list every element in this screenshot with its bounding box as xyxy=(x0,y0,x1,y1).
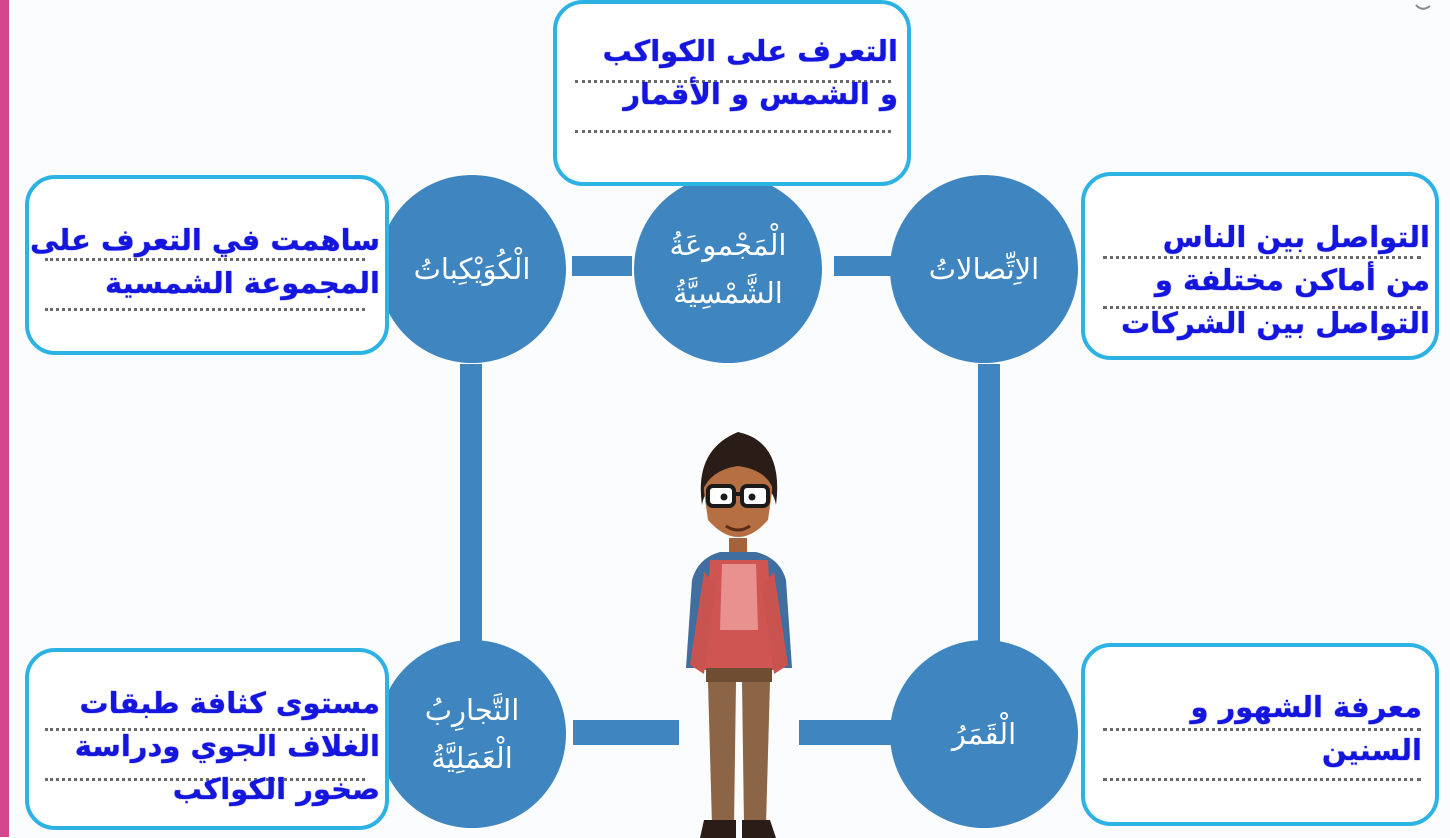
topic-circle-moon: الْقَمَرُ xyxy=(890,640,1078,828)
student-boy-icon xyxy=(686,432,792,838)
answer-line xyxy=(1103,728,1421,731)
answer-line xyxy=(45,258,365,261)
answer-box-communications xyxy=(1081,172,1439,360)
connector-top-right xyxy=(834,256,894,276)
answer-line xyxy=(1103,778,1421,781)
topic-circle-communications: الاِتِّصالاتُ xyxy=(890,175,1078,363)
answer-line xyxy=(575,80,891,83)
connector-top-left xyxy=(572,256,632,276)
answer-line xyxy=(575,130,891,133)
page-corner-mark xyxy=(1414,0,1436,10)
answer-line xyxy=(45,778,365,781)
page-edge-stripe xyxy=(0,0,9,837)
answer-text-satellites[interactable]: ساهمت في التعرف على المجموعة الشمسية xyxy=(29,223,380,300)
connector-right-vertical xyxy=(978,364,1000,659)
answer-box-moon xyxy=(1081,643,1439,826)
answer-line xyxy=(45,728,365,731)
answer-line xyxy=(45,308,365,311)
connector-bottom-right xyxy=(799,720,895,745)
answer-line xyxy=(1103,306,1421,309)
topic-circle-experiments: التَّجارِبُ الْعَمَلِيَّةُ xyxy=(378,640,566,828)
answer-box-experiments xyxy=(25,648,389,830)
answer-box-solar-system xyxy=(553,0,911,186)
topic-circle-satellites: الْكُوَيْكِباتُ xyxy=(378,175,566,363)
connector-left-vertical xyxy=(460,364,482,659)
topic-circle-solar-system: الْمَجْموعَةُ الشَّمْسِيَّةُ xyxy=(634,175,822,363)
answer-line xyxy=(1103,256,1421,259)
answer-text-moon[interactable]: معرفة الشهور و السنين xyxy=(1190,690,1422,767)
answer-text-experiments[interactable]: مستوى كثافة طبقات الغلاف الجوي ودراسة صخ… xyxy=(74,686,380,806)
answer-text-communications[interactable]: التواصل بين الناس من أماكن مختلفة و التو… xyxy=(1121,220,1430,340)
connector-bottom-left xyxy=(573,720,679,745)
answer-box-satellites xyxy=(25,175,389,355)
answer-text-solar-system[interactable]: التعرف على الكواكب و الشمس و الأقمار xyxy=(602,34,898,111)
